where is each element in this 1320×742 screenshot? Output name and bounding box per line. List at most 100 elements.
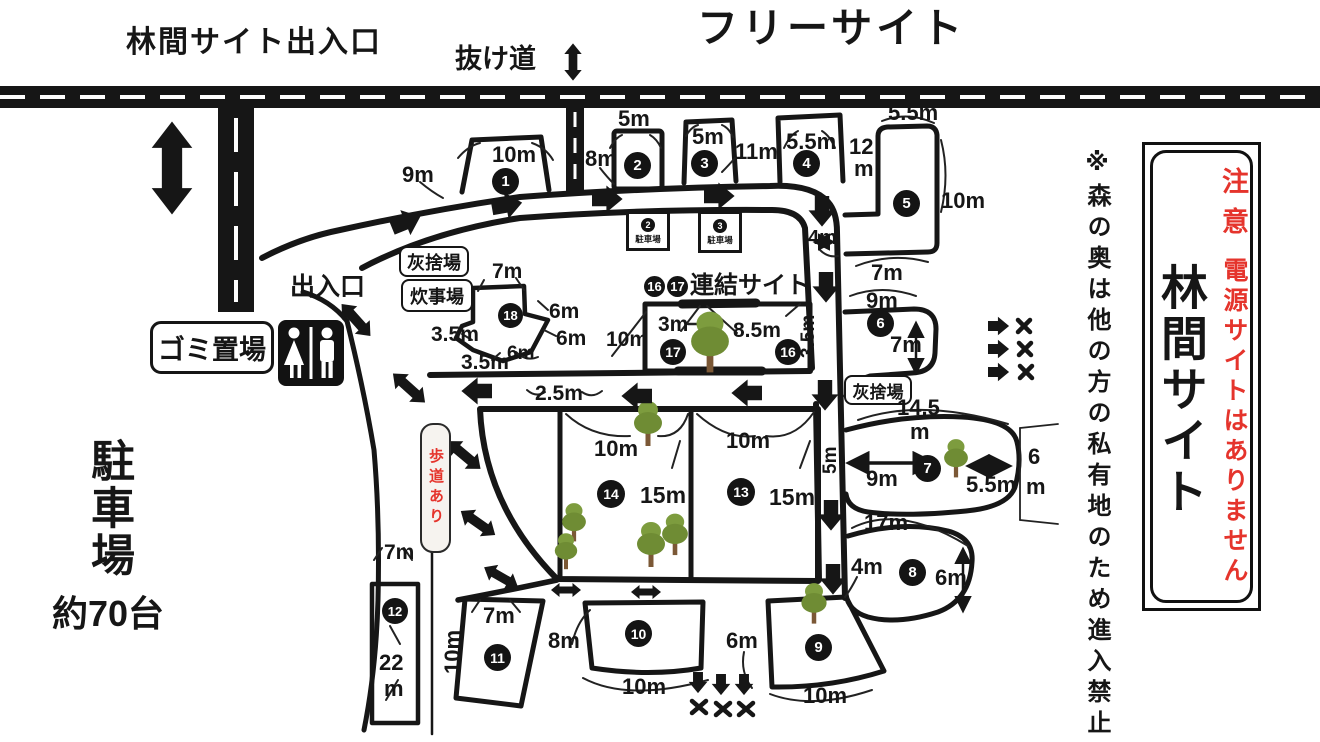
site3-parking-box: 3 駐車場 <box>698 211 742 253</box>
site18-r1-label: 6m <box>549 300 580 323</box>
site-10-badge: 10 <box>625 620 652 647</box>
mini-parking-label: 駐車場 <box>707 234 733 245</box>
site18-b-label: 6m <box>507 343 535 364</box>
two-way-arrow-icon <box>564 43 582 81</box>
garbage-station-sign: ゴミ置場 <box>150 321 274 374</box>
site7-top-label: 14.5 <box>897 395 940 420</box>
caution-body-label: 電源サイトはありません <box>1220 257 1248 587</box>
site8-left-label: 4m <box>851 554 883 579</box>
site2-width-label: 5m <box>618 106 650 131</box>
site18-l1-label: 3.5m <box>431 323 479 346</box>
site12-length-unit-label: m <box>384 676 404 701</box>
site-14-badge: 14 <box>597 480 625 508</box>
site6-top-label: 9m <box>866 288 898 313</box>
site-4-outline <box>775 112 846 185</box>
site18-top-label: 7m <box>492 260 523 283</box>
site13-top-label: 10m <box>726 428 771 453</box>
linked-site-heading: 16 17 連結サイト <box>644 274 810 298</box>
site-5-badge: 5 <box>893 190 920 217</box>
site-3-ref-badge: 3 <box>713 218 727 233</box>
site9-bottom-label: 10m <box>803 683 848 708</box>
parking-lot-label: 駐車場 <box>84 438 133 579</box>
site14-top-label: 10m <box>594 436 639 461</box>
site5-top-label: 5.5m <box>888 100 939 125</box>
site3-width-label: 5m <box>692 124 724 149</box>
site1-left-label: 9m <box>402 162 434 187</box>
gap-4m-label: 4m <box>808 227 837 249</box>
site-1-outline <box>459 134 552 195</box>
ash-disposal-label: 灰捨場 <box>407 252 461 273</box>
site-11-badge: 11 <box>484 644 511 671</box>
restroom-icon <box>278 320 344 386</box>
site-13-badge: 13 <box>727 478 755 506</box>
two-way-arrow-icon <box>551 583 581 597</box>
site7-depth-label: 6 <box>1028 444 1041 469</box>
private-land-note: ※森の奥は他の方の私有地のため進入禁止 <box>1083 148 1110 741</box>
site10-left-label: 8m <box>548 628 580 653</box>
site-7-outline <box>843 414 1022 517</box>
side-road-left <box>218 106 254 312</box>
shortcut-road <box>566 106 584 192</box>
gap-2-5m-label: 2.5m <box>535 382 583 405</box>
ash-disposal-label: 灰捨場 <box>852 382 904 402</box>
ash-disposal-sign-lower: 灰捨場 <box>844 375 912 405</box>
site-8-badge: 8 <box>899 559 926 586</box>
two-way-arrow-icon <box>455 502 501 544</box>
site2-left-label: 8m <box>585 146 617 171</box>
site18-l2-label: 3.5m <box>461 351 509 374</box>
two-way-arrow-icon <box>386 366 432 410</box>
lane-5m-label: 5m <box>820 446 841 474</box>
mini-parking-label: 駐車場 <box>635 233 661 244</box>
site7-w2-label: 5.5m <box>966 472 1017 497</box>
site-7-badge: 7 <box>914 455 941 482</box>
site8-depth-label: 6m <box>935 565 967 590</box>
site6-depth-label: 7m <box>890 332 922 357</box>
site4-right-unit-label: m <box>854 156 874 181</box>
no-exit-arrow-icon <box>734 674 754 696</box>
site4-right-label: 12 <box>849 134 874 159</box>
sign-title-label: 林間サイト <box>1154 263 1207 518</box>
linked-dim-a-label: 3m <box>658 313 689 336</box>
one-way-right-arrow-icon <box>386 204 426 241</box>
site13-depth-label: 15m <box>769 484 816 510</box>
garbage-station-label: ゴミ置場 <box>158 335 266 365</box>
no-entry-arrow-icon <box>988 316 1010 336</box>
one-way-left-arrow-icon <box>731 379 762 407</box>
sidewalk-label: 歩道あり <box>427 448 444 528</box>
site-9-badge: 9 <box>805 634 832 661</box>
site-12-outline <box>369 581 421 726</box>
site-18-badge: 18 <box>498 303 523 328</box>
site7-depth-unit-label: m <box>1026 474 1046 499</box>
sidewalk-sign: 歩道あり <box>420 423 451 553</box>
lane-3-5m-label: 3.5m <box>798 314 819 358</box>
site-2-outline <box>611 128 665 192</box>
site10-bottom-label: 10m <box>622 674 667 699</box>
linked-width-label: 10m <box>606 328 649 351</box>
site-9-outline <box>765 594 887 690</box>
site11-side-label: 10m <box>440 629 465 674</box>
site7-top-unit-label: m <box>910 419 930 444</box>
site14-depth-label: 15m <box>640 482 687 508</box>
linked-dim-b-label: 8.5m <box>733 319 781 342</box>
site-16-ref-badge: 16 <box>644 275 665 297</box>
no-entry-arrow-icon <box>988 362 1010 382</box>
ash-disposal-sign-upper: 灰捨場 <box>399 246 469 277</box>
site-16-badge: 16 <box>775 339 801 365</box>
x-marks <box>689 317 1035 718</box>
site2-parking-box: 2 駐車場 <box>626 211 670 251</box>
site8-top-label: 17m <box>864 510 909 535</box>
parking-capacity-label: 約70台 <box>52 593 165 634</box>
main-road-top <box>0 86 1320 108</box>
site11-top-label: 7m <box>483 603 515 628</box>
two-way-arrow-icon <box>631 585 661 599</box>
site12-top-label: 7m <box>384 541 415 564</box>
sign-inner-border <box>1150 150 1253 603</box>
entrance-label: 出入口 <box>290 273 366 301</box>
free-site-title: フリーサイト <box>697 5 967 51</box>
site-4-badge: 4 <box>793 150 820 177</box>
caution-label: 注意 <box>1218 167 1248 247</box>
site-17-ref-badge: 17 <box>667 275 688 297</box>
site-18-outline <box>453 283 551 364</box>
one-way-down-arrow-icon <box>808 196 836 227</box>
site-3-outline <box>681 117 739 186</box>
